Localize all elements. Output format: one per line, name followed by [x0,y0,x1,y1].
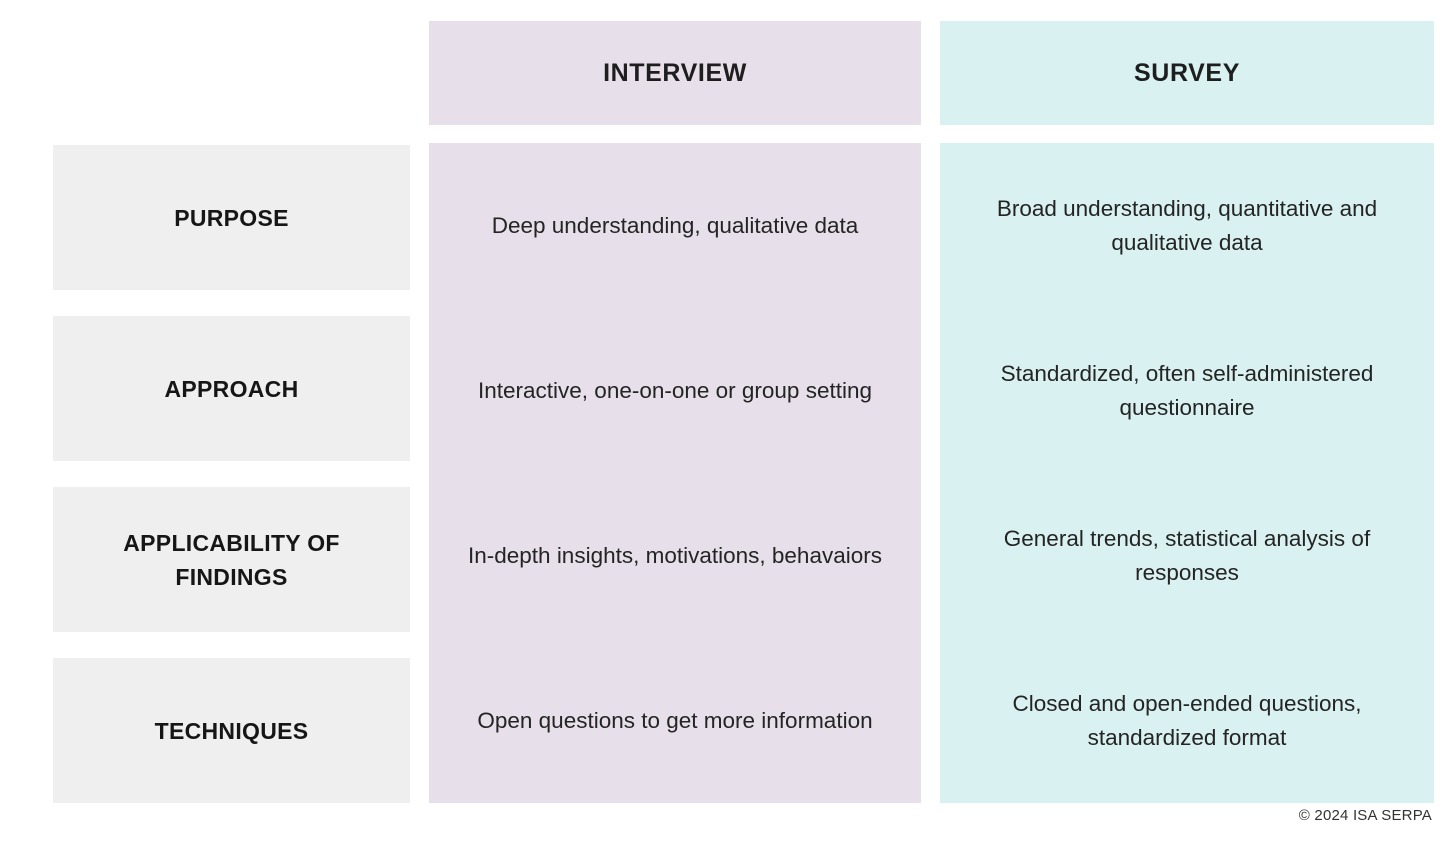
comparison-table: INTERVIEW SURVEY PURPOSE APPROACH APPLIC… [53,21,1434,803]
copyright: © 2024 ISA SERPA [1298,807,1432,824]
cell-survey-techniques: Closed and open-ended questions, standar… [1012,690,1362,750]
cell-interview-applicability: In-depth insights, motivations, behavaio… [468,542,882,568]
cell-survey-purpose: Broad understanding, quantitative and qu… [996,195,1378,255]
survey-column: Broad understanding, quantitative and qu… [940,143,1434,803]
row-header-purpose: PURPOSE [53,145,410,290]
cell-survey-approach: Standardized, often self-administered qu… [1000,360,1374,420]
row-header-techniques: TECHNIQUES [53,658,410,803]
cell-interview-techniques: Open questions to get more information [477,707,873,733]
interview-column: Deep understanding, qualitative data Int… [429,143,921,803]
row-header-applicability-of-findings: APPLICABILITY OF FINDINGS [53,487,410,632]
column-header-interview: INTERVIEW [429,21,921,125]
cell-interview-approach: Interactive, one-on-one or group setting [478,377,872,403]
cell-interview-purpose: Deep understanding, qualitative data [491,212,859,238]
row-header-approach: APPROACH [53,316,410,461]
column-header-survey: SURVEY [940,21,1434,125]
corner-spacer [53,21,410,125]
cell-survey-applicability: General trends, statistical analysis of … [1003,525,1371,585]
row-header-column: PURPOSE APPROACH APPLICABILITY OF FINDIN… [53,143,410,803]
